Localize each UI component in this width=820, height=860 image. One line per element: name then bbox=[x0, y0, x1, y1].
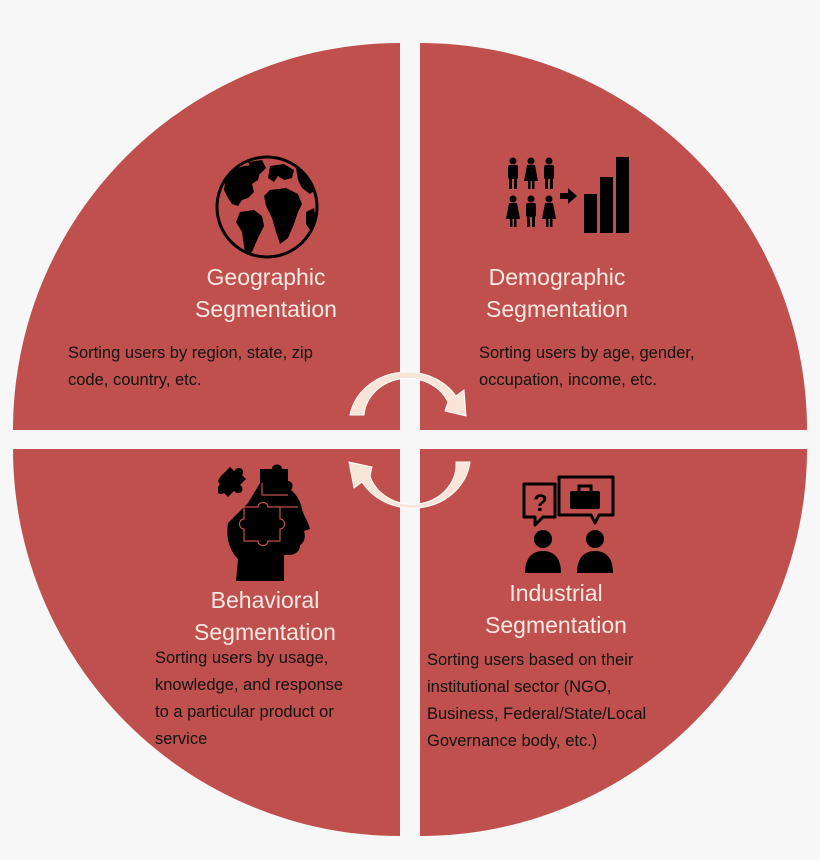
quadrant-desc-demographic: Sorting users by age, gender, occupation… bbox=[479, 340, 695, 394]
title-line: Segmentation bbox=[194, 619, 336, 645]
desc-line: institutional sector (NGO, bbox=[427, 678, 612, 696]
quadrant-title-geographic: Geographic Segmentation bbox=[180, 261, 352, 325]
people-to-bar-chart-icon bbox=[504, 157, 632, 233]
desc-line: occupation, income, etc. bbox=[479, 371, 657, 389]
desc-line: to a particular product or bbox=[155, 703, 334, 721]
title-line: Segmentation bbox=[486, 296, 628, 322]
svg-text:?: ? bbox=[533, 490, 548, 517]
desc-line: Sorting users by usage, bbox=[155, 649, 329, 667]
quadrant-desc-industrial: Sorting users based on their institution… bbox=[427, 647, 646, 755]
title-line: Segmentation bbox=[195, 296, 337, 322]
title-line: Geographic bbox=[206, 264, 326, 290]
title-line: Behavioral bbox=[210, 587, 320, 613]
title-line: Segmentation bbox=[485, 612, 627, 638]
globe-icon bbox=[214, 154, 320, 260]
quadrant-desc-behavioral: Sorting users by usage, knowledge, and r… bbox=[155, 645, 343, 753]
title-line: Industrial bbox=[509, 580, 603, 606]
desc-line: Sorting users based on their bbox=[427, 651, 634, 669]
desc-line: Governance body, etc.) bbox=[427, 732, 598, 750]
desc-line: Sorting users by region, state, zip bbox=[68, 344, 313, 362]
quadrant-title-demographic: Demographic Segmentation bbox=[472, 261, 642, 325]
quadrant-title-behavioral: Behavioral Segmentation bbox=[180, 584, 350, 648]
quadrant-title-industrial: Industrial Segmentation bbox=[470, 577, 642, 641]
desc-line: code, country, etc. bbox=[68, 371, 202, 389]
title-line: Demographic bbox=[488, 264, 626, 290]
head-puzzle-icon bbox=[218, 463, 314, 581]
desc-line: service bbox=[155, 730, 208, 748]
desc-line: Sorting users by age, gender, bbox=[479, 344, 695, 362]
desc-line: knowledge, and response bbox=[155, 676, 344, 694]
people-conversation-briefcase-icon: ? bbox=[521, 475, 617, 575]
quadrant-desc-geographic: Sorting users by region, state, zip code… bbox=[68, 340, 313, 394]
desc-line: Business, Federal/State/Local bbox=[427, 705, 647, 723]
